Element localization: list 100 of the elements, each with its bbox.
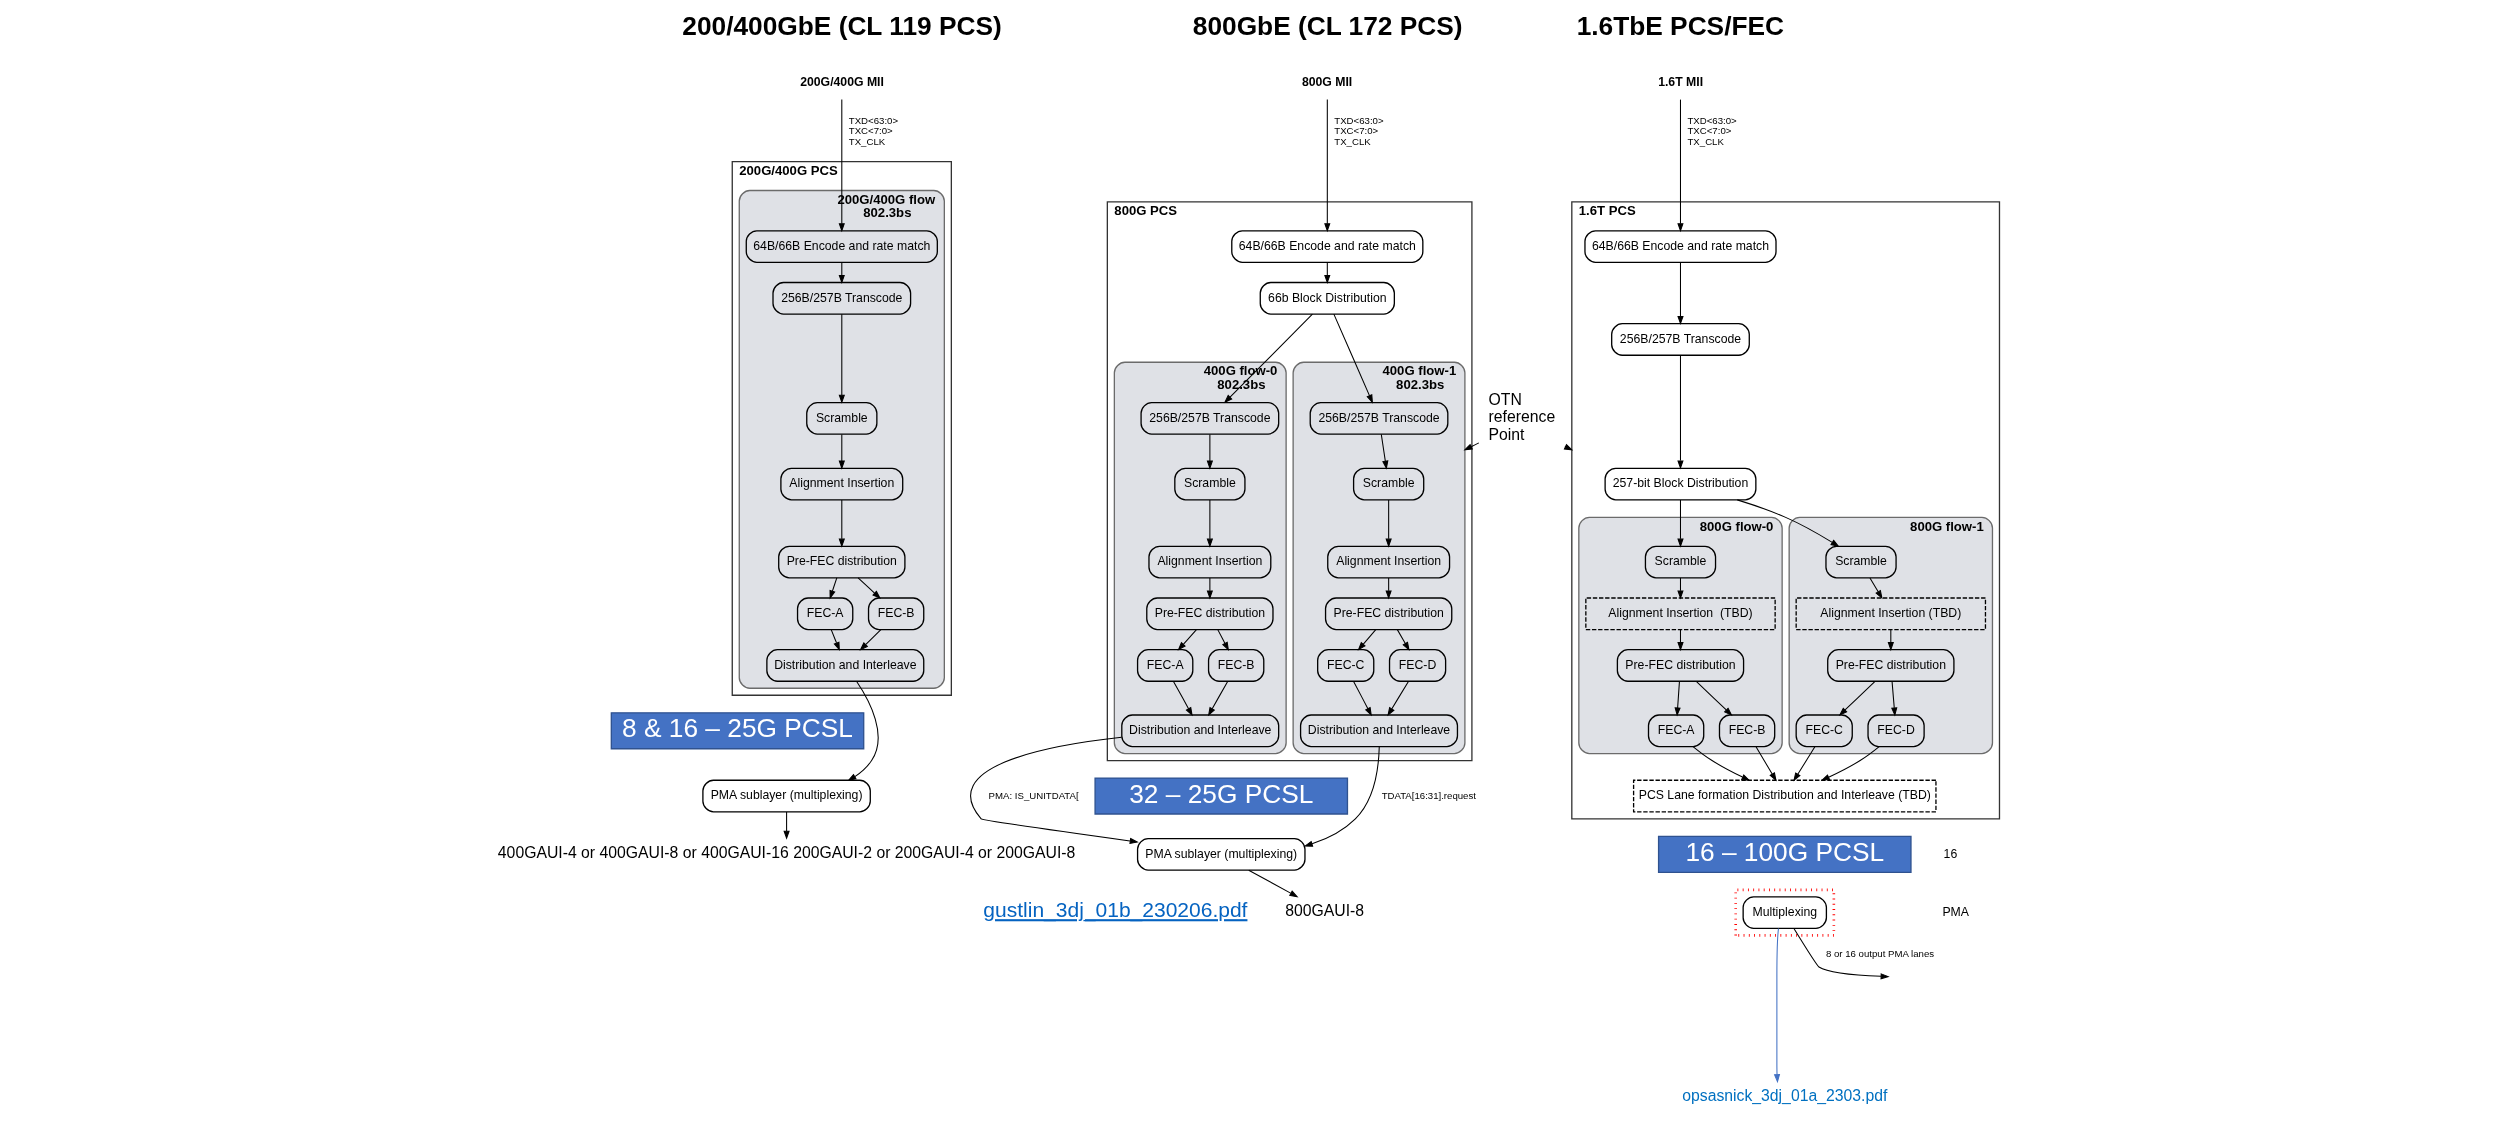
node-box: 16 – 100G PCSL (1657, 835, 1912, 873)
arrow (1838, 680, 1876, 717)
arrow (1324, 261, 1331, 284)
node-box: 64B/66B Encode and rate match (1231, 230, 1424, 263)
node-box: FEC-B (867, 597, 925, 631)
node-text: OTN reference Point (1488, 390, 1556, 443)
node-box: 256B/257B Transcode (1611, 323, 1750, 356)
arrow (838, 433, 845, 470)
label: 1.6TbE PCS/FEC (1576, 11, 1785, 42)
edge-label: PMA: IS_UNITDATA[ (988, 789, 1079, 801)
edge-label: 8 or 16 output PMA lanes (1825, 948, 1935, 960)
edge-label: TXD<63:0> TXC<7:0> TX_CLK (1334, 114, 1384, 147)
arrow (1380, 433, 1389, 470)
node-box: Distribution and Interleave (1121, 714, 1280, 748)
node-box: Scramble (1644, 545, 1717, 579)
arrow (1303, 746, 1380, 847)
arrow (838, 261, 845, 284)
arrow (783, 811, 790, 840)
node-box: FEC-C (1795, 714, 1853, 748)
arrow (1677, 99, 1684, 233)
edge-label: TXD<63:0> TXC<7:0> TX_CLK (848, 114, 899, 147)
node-box: Alignment Insertion (1148, 545, 1272, 579)
arrow (1206, 577, 1214, 600)
arrow (1333, 313, 1373, 404)
arrow (1793, 927, 1890, 980)
node-box: Distribution and Interleave (766, 649, 925, 682)
arrow (1387, 680, 1409, 717)
node-text: 1.6T MII (1658, 74, 1704, 89)
node-box: Pre-FEC distribution (778, 545, 906, 579)
arrow (1820, 746, 1880, 781)
node-box: Alignment Insertion (1327, 545, 1451, 579)
node-text: 200G/400G MII (800, 74, 884, 89)
node-text: opsasnick_3dj_01a_2303.pdf (1682, 1087, 1888, 1105)
arrow (1248, 869, 1299, 898)
arrow (857, 577, 881, 599)
arrow (838, 99, 845, 233)
label: PMA (1942, 904, 1969, 919)
node-box: FEC-D (1388, 649, 1447, 682)
node-box: 64B/66B Encode and rate match (745, 230, 938, 263)
node-text: 800G MII (1301, 74, 1353, 89)
node-box: Scramble (806, 401, 878, 435)
arrow (830, 629, 840, 652)
arrow (1692, 746, 1751, 781)
node-box: FEC-C (1317, 649, 1375, 682)
arrow (970, 736, 1139, 845)
arrow (1773, 928, 1781, 1084)
arrow (1755, 746, 1777, 782)
node-box: PMA sublayer (multiplexing) (1136, 837, 1306, 871)
arrow (1177, 629, 1197, 651)
node-box: FEC-B (1718, 714, 1776, 748)
node-box: FEC-B (1207, 649, 1265, 682)
arrow (1357, 629, 1377, 651)
node-box: FEC-A (796, 597, 854, 631)
arrow (847, 680, 879, 782)
node-box: Pre-FEC distribution (1324, 597, 1453, 631)
arrow (1674, 680, 1681, 717)
node-box: Alignment Insertion (780, 467, 904, 501)
arrow (1463, 442, 1480, 451)
node-box: Scramble (1174, 467, 1246, 501)
node-box: FEC-A (1136, 649, 1194, 682)
arrow (1736, 499, 1840, 547)
arrow (838, 313, 845, 404)
cluster (1734, 888, 1836, 937)
node-text: 800GAUI-8 (1285, 902, 1365, 920)
node-box: Pre-FEC distribution (1827, 649, 1955, 682)
node-text: 400GAUI-4 or 400GAUI-8 or 400GAUI-16 200GAUI-2 or 200GAUI-4 or 200GAUI-8 (497, 844, 1076, 862)
node-box: Pre-FEC distribution (1146, 597, 1274, 631)
arrow (1172, 680, 1193, 717)
node-box: 257-bit Block Distribution (1604, 467, 1757, 501)
node-box: 32 – 25G PCSL (1094, 777, 1349, 815)
arrow (1324, 99, 1331, 233)
arrow (1206, 433, 1214, 470)
edge-label: TDATA[16:31].request (1381, 789, 1476, 801)
node-box: PMA sublayer (multiplexing) (702, 779, 871, 813)
node-box: 256B/257B Transcode (1309, 401, 1449, 435)
arrow (859, 629, 882, 651)
arrow (1206, 499, 1214, 548)
arrow (1869, 577, 1883, 600)
node-box: PCS Lane formation Distribution and Interleave (TBD) (1632, 779, 1937, 813)
arrow (829, 577, 838, 600)
node-box: Multiplexing (1742, 896, 1828, 930)
arrow (838, 499, 845, 548)
node-box: 256B/257B Transcode (1140, 401, 1280, 435)
arrow (1353, 680, 1372, 717)
arrow (1677, 354, 1684, 470)
arrow (1207, 680, 1229, 717)
arrow (1385, 499, 1392, 548)
arrow (1695, 680, 1733, 717)
edge-label: TXD<63:0> TXC<7:0> TX_CLK (1687, 114, 1737, 147)
arrow (1217, 629, 1230, 652)
label: 16 (1943, 846, 1958, 861)
node-box: Alignment Insertion (TBD) (1795, 597, 1987, 631)
label: 800GbE (CL 172 PCS) (1192, 11, 1463, 42)
label: 200/400GbE (CL 119 PCS) (682, 11, 1002, 42)
node-box: FEC-A (1647, 714, 1705, 748)
arrow (1223, 313, 1313, 404)
node-box: FEC-D (1867, 714, 1925, 748)
node-box: 66b Block Distribution (1259, 281, 1395, 315)
node-box: 64B/66B Encode and rate match (1584, 230, 1777, 263)
node-box: Distribution and Interleave (1299, 714, 1459, 748)
